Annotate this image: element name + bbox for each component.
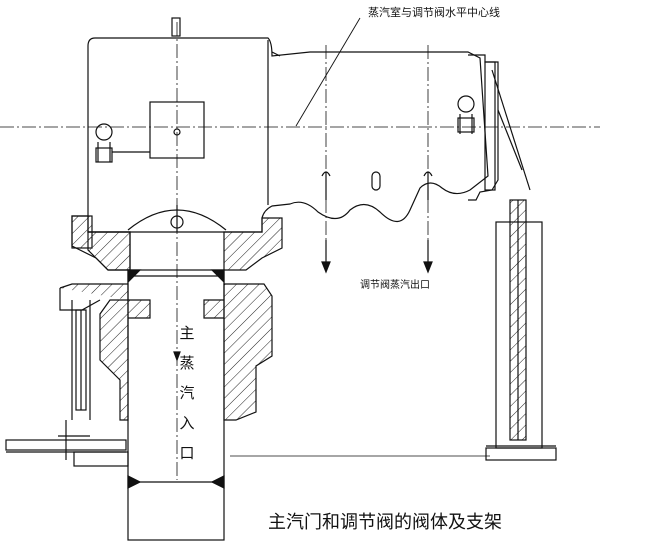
centerlines xyxy=(0,22,600,480)
steam-chest-outline xyxy=(87,37,489,233)
seat-flange-right xyxy=(223,283,273,421)
top-stud xyxy=(171,17,181,37)
centerline-label: 蒸汽室与调节阀水平中心线 xyxy=(368,6,500,19)
inspection-cover xyxy=(149,101,205,159)
top-label-leader xyxy=(295,17,361,127)
figure-caption: 主汽门和调节阀的阀体及支架 xyxy=(268,512,502,533)
right-support xyxy=(485,199,557,461)
lifting-eye-left xyxy=(95,123,150,163)
outlet-arrows xyxy=(173,240,433,362)
lifting-eye-right xyxy=(457,95,475,134)
right-flange xyxy=(468,54,499,201)
outlet-label: 调节阀蒸汽出口 xyxy=(360,280,430,291)
inlet-label: 主蒸汽入口 xyxy=(179,324,195,462)
base-plate xyxy=(5,439,127,451)
seat-flange-left xyxy=(59,283,129,421)
left-support xyxy=(58,300,91,460)
